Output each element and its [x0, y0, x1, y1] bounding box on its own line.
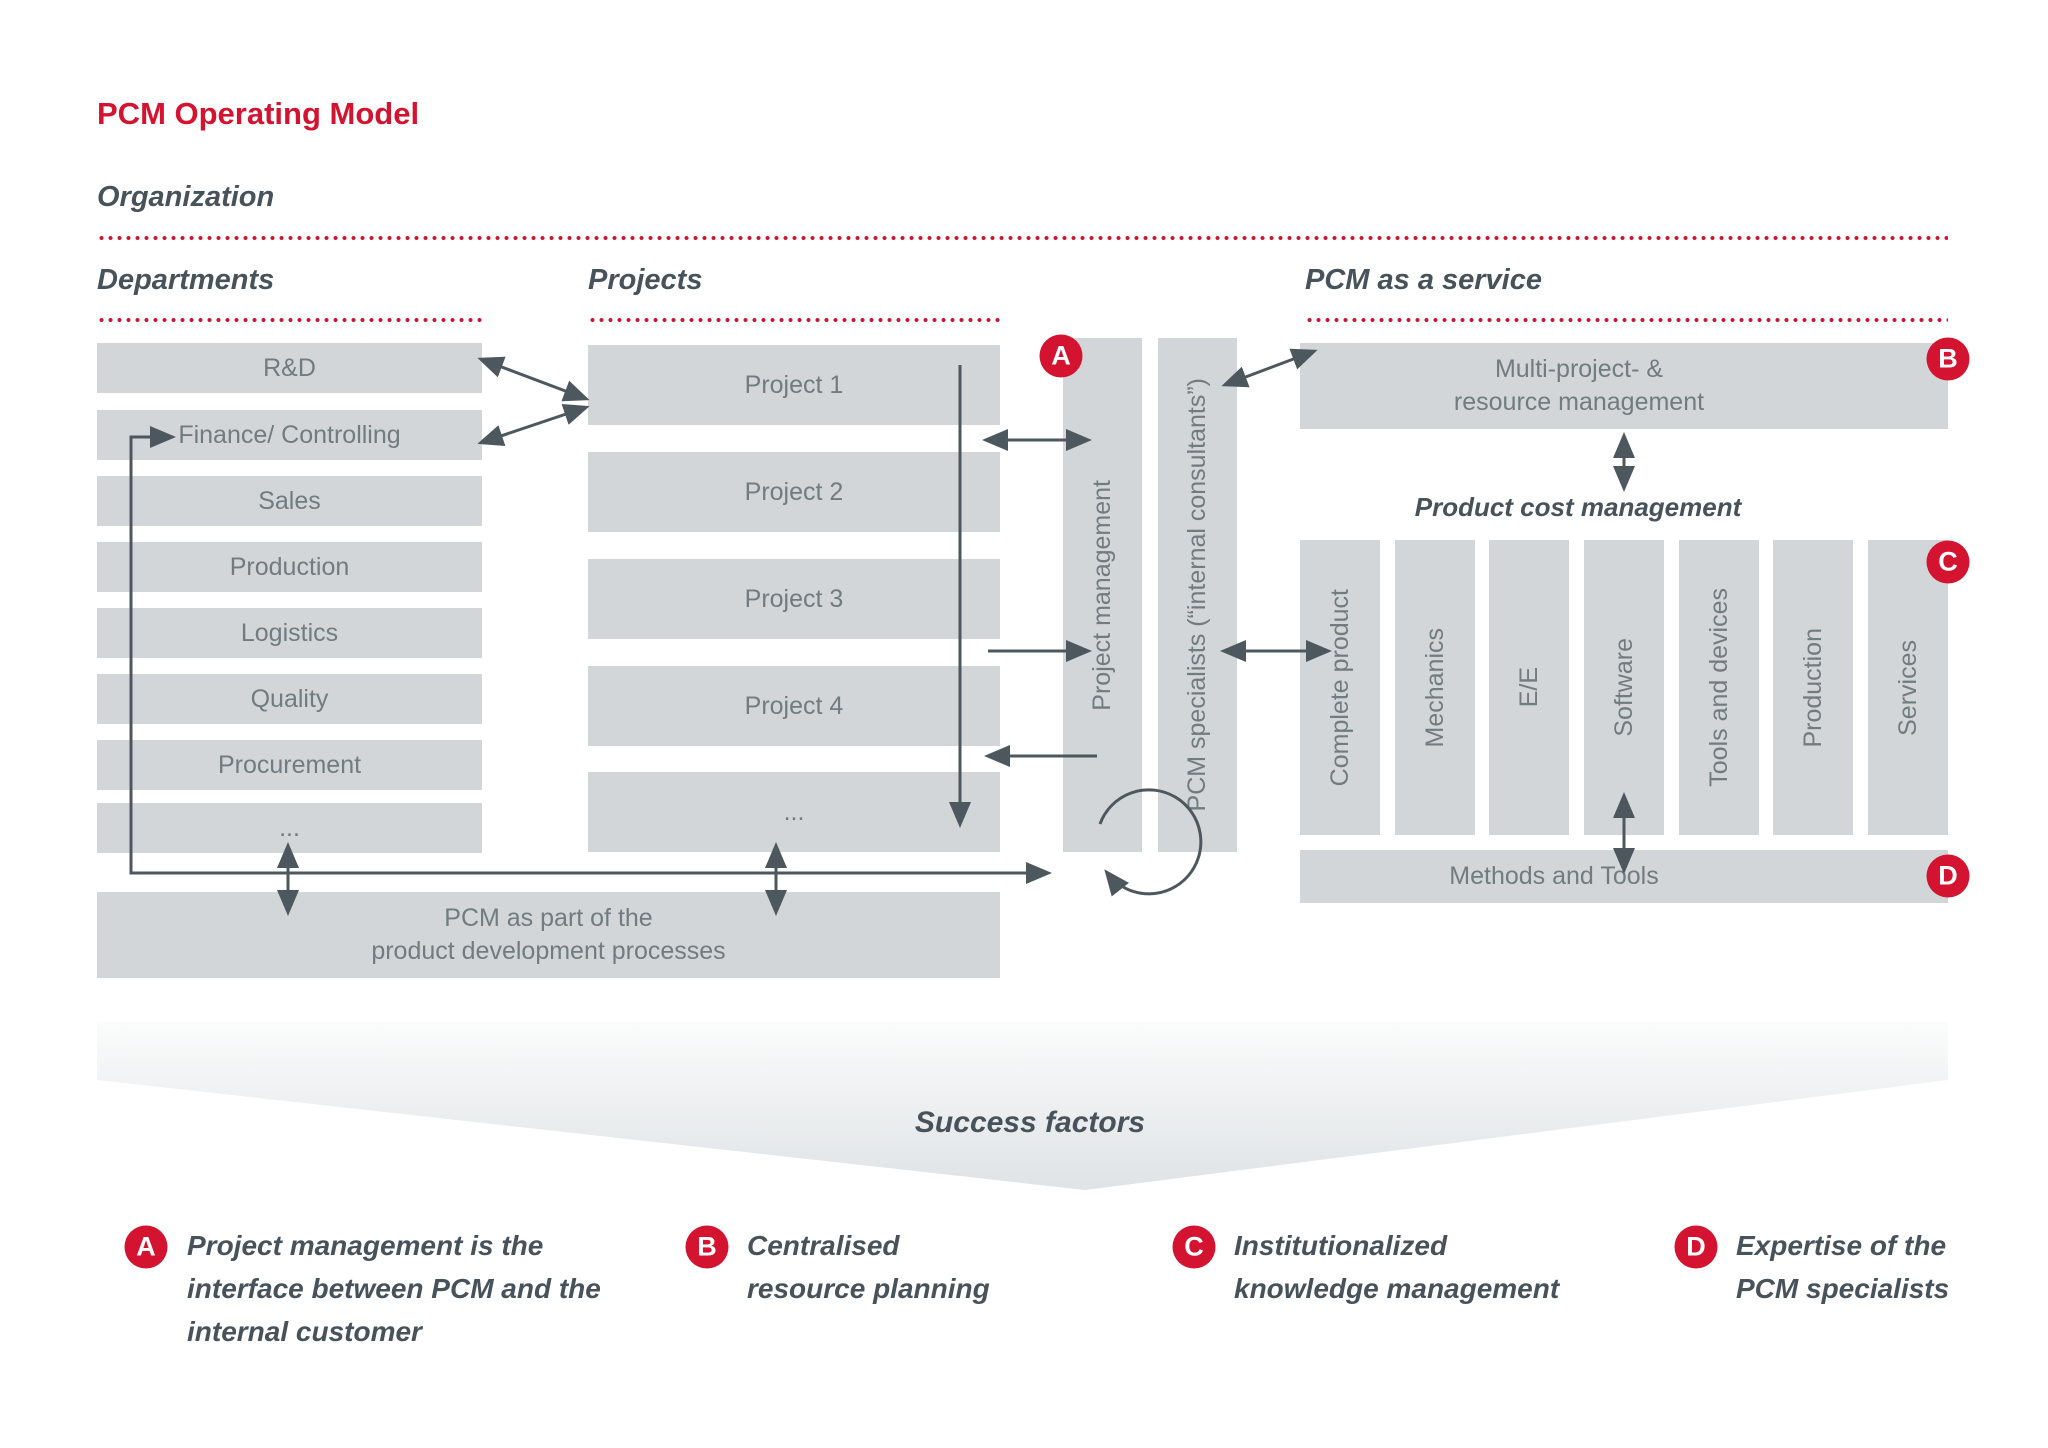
project-management-label: Project management [1088, 479, 1116, 711]
factor-text-a: Project management is the interface betw… [187, 1224, 601, 1353]
service-bar-mechanics: Mechanics [1395, 540, 1475, 835]
pcm-specialists-label: PCM specialists (“internal consultants”) [1183, 378, 1211, 812]
department-box-finance: Finance/ Controlling [97, 410, 482, 460]
department-box-production: Production [97, 542, 482, 592]
badge-d: D [1926, 854, 1970, 898]
project-management-bar: Project management [1063, 338, 1142, 852]
pcm-process-box: PCM as part of the product development p… [97, 892, 1000, 978]
departments-dotted-line [97, 318, 482, 322]
factor-a-line1: Project management is the [187, 1230, 544, 1261]
arrow-finance-project1 [477, 403, 590, 447]
factor-a-line2: interface between PCM and the [187, 1273, 601, 1304]
factor-badge-b: B [685, 1225, 729, 1269]
pcm-process-line1: PCM as part of the [444, 904, 653, 932]
projects-heading: Projects [588, 264, 703, 296]
factor-c-line2: knowledge management [1234, 1273, 1560, 1304]
organization-heading: Organization [97, 181, 275, 213]
factor-a-line3: internal customer [187, 1316, 422, 1347]
arrow-rd-project1 [477, 356, 590, 402]
project-box-4: Project 4 [588, 666, 1000, 746]
service-bar-complete-product: Complete product [1300, 540, 1380, 835]
project-box-2: Project 2 [588, 452, 1000, 532]
methods-and-tools-box: Methods and Tools [1300, 850, 1948, 903]
service-bar-production: Production [1773, 540, 1853, 835]
factor-badge-c: C [1172, 1225, 1216, 1269]
multi-project-line1: Multi-project- & [1494, 355, 1664, 383]
service-bar-software: Software [1584, 540, 1664, 835]
factor-b-line1: Centralised [747, 1230, 900, 1261]
service-bar-services: Services [1868, 540, 1948, 835]
factor-badge-a: A [124, 1225, 168, 1269]
service-heading: PCM as a service [1305, 264, 1542, 296]
service-bar-label: E/E [1514, 667, 1543, 708]
service-bar-label: Production [1798, 627, 1827, 748]
pcm-process-line2: product development processes [371, 937, 726, 965]
factor-c-line1: Institutionalized [1234, 1230, 1448, 1261]
badge-c: C [1926, 540, 1970, 584]
department-box-logistics: Logistics [97, 608, 482, 658]
factor-text-c: Institutionalized knowledge management [1234, 1224, 1559, 1310]
product-cost-management-label: Product cost management [1414, 492, 1742, 522]
service-dotted-line [1305, 318, 1948, 322]
service-bar-tools-devices: Tools and devices [1679, 540, 1759, 835]
project-box-1: Project 1 [588, 345, 1000, 425]
multi-project-box: Multi-project- & resource management [1300, 343, 1948, 429]
service-bar-label: Software [1609, 638, 1638, 737]
projects-dotted-line [588, 318, 1000, 322]
department-box-more: ... [97, 803, 482, 853]
page-title: PCM Operating Model [97, 96, 420, 131]
service-bar-label: Complete product [1325, 588, 1354, 787]
badge-a: A [1039, 334, 1083, 378]
pcm-specialists-bar: PCM specialists (“internal consultants”) [1158, 338, 1237, 852]
factor-b-line2: resource planning [747, 1273, 990, 1304]
project-box-3: Project 3 [588, 559, 1000, 639]
factor-text-b: Centralised resource planning [747, 1224, 990, 1310]
department-box-procurement: Procurement [97, 740, 482, 790]
organization-dotted-line [97, 236, 1948, 240]
service-bar-label: Tools and devices [1704, 588, 1733, 787]
factor-badge-d: D [1674, 1225, 1718, 1269]
service-bar-ee: E/E [1489, 540, 1569, 835]
factor-text-d: Expertise of the PCM specialists [1736, 1224, 1949, 1310]
service-bar-label: Mechanics [1420, 627, 1449, 748]
badge-b: B [1926, 337, 1970, 381]
department-box-rd: R&D [97, 343, 482, 393]
departments-heading: Departments [97, 264, 275, 296]
factor-d-line2: PCM specialists [1736, 1273, 1950, 1304]
department-box-sales: Sales [97, 476, 482, 526]
success-factors-label: Success factors [914, 1106, 1146, 1139]
department-box-quality: Quality [97, 674, 482, 724]
service-bar-label: Services [1893, 639, 1922, 736]
project-box-more: ... [588, 772, 1000, 852]
multi-project-line2: resource management [1453, 388, 1705, 416]
factor-d-line1: Expertise of the [1736, 1230, 1947, 1261]
